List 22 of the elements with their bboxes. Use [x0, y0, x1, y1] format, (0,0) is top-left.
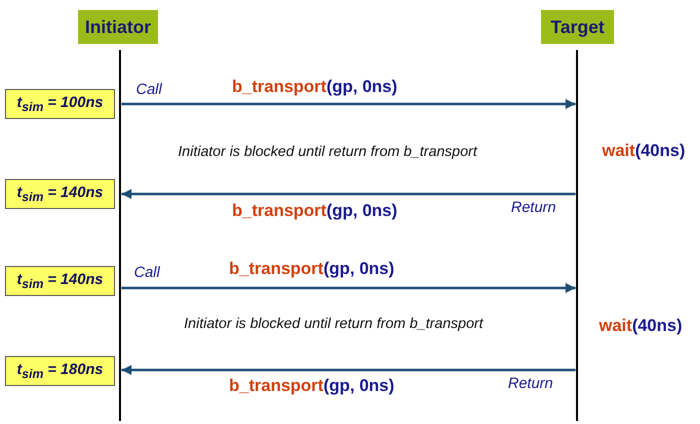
return-label: Return [511, 199, 556, 216]
time-box: t$_{sim}$ = 100ns [5, 89, 115, 119]
participant-header: Initiator [78, 10, 158, 44]
edge-label: b_transport(gp, 0ns) [232, 77, 398, 97]
return-label: Return [508, 375, 554, 392]
time-box: t$_{sim}$ = 180ns [5, 356, 115, 386]
wait-call: wait(40ns) [602, 141, 686, 161]
participant-header: Target [541, 10, 614, 44]
note-text: Initiator is blocked until return from b_transport [184, 316, 483, 332]
edge-label: b_transport(gp, 0ns) [232, 201, 398, 221]
arrow [122, 365, 576, 375]
call-label: Call [136, 81, 162, 98]
arrow [122, 99, 576, 109]
arrow [122, 189, 576, 199]
note-text: Initiator is blocked until return from b_transport [178, 144, 477, 160]
time-box: t$_{sim}$ = 140ns [5, 266, 115, 296]
call-label: Call [134, 264, 160, 281]
time-box: t$_{sim}$ = 140ns [5, 179, 115, 209]
edge-label: b_transport(gp, 0ns) [229, 376, 394, 396]
edge-label: b_transport(gp, 0ns) [229, 259, 394, 279]
arrow [122, 283, 576, 293]
wait-call: wait(40ns) [599, 316, 682, 336]
